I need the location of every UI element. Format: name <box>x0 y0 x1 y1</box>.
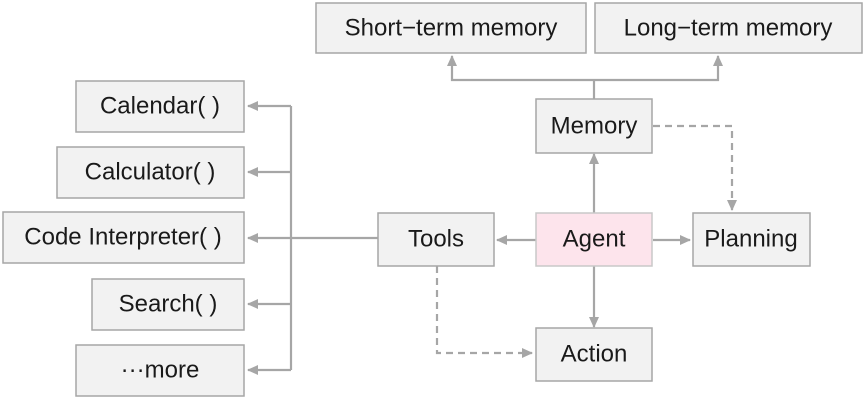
node-code-interpreter: Code Interpreter( ) <box>2 211 245 264</box>
node-code-interpreter-label: Code Interpreter( ) <box>24 224 221 251</box>
node-memory: Memory <box>535 98 653 154</box>
node-tools-label: Tools <box>408 226 464 253</box>
node-long-term-memory: Long−term memory <box>594 2 863 54</box>
node-agent: Agent <box>535 212 653 267</box>
edge-memory-to-short-term <box>447 55 594 82</box>
node-planning-label: Planning <box>704 226 797 253</box>
node-calendar-label: Calendar( ) <box>100 93 220 120</box>
node-calculator-label: Calculator( ) <box>85 159 216 186</box>
node-planning: Planning <box>692 212 811 267</box>
edge-tools-to-action <box>435 266 533 358</box>
node-more-label: ···more <box>121 357 200 384</box>
node-search: Search( ) <box>91 278 245 331</box>
node-search-label: Search( ) <box>119 291 218 318</box>
node-short-term-memory-label: Short−term memory <box>345 15 558 42</box>
node-agent-label: Agent <box>563 226 626 253</box>
node-action-label: Action <box>561 341 628 368</box>
node-memory-label: Memory <box>551 113 638 140</box>
node-long-term-memory-label: Long−term memory <box>624 15 833 42</box>
node-calendar: Calendar( ) <box>75 80 245 133</box>
node-tools: Tools <box>377 212 495 267</box>
edge-memory-to-planning <box>653 124 737 211</box>
edge-memory-to-long-term <box>594 55 723 82</box>
node-more: ···more <box>75 344 245 397</box>
node-action: Action <box>535 327 653 382</box>
connectors <box>247 55 737 375</box>
node-calculator: Calculator( ) <box>56 146 245 199</box>
node-short-term-memory: Short−term memory <box>315 2 587 54</box>
